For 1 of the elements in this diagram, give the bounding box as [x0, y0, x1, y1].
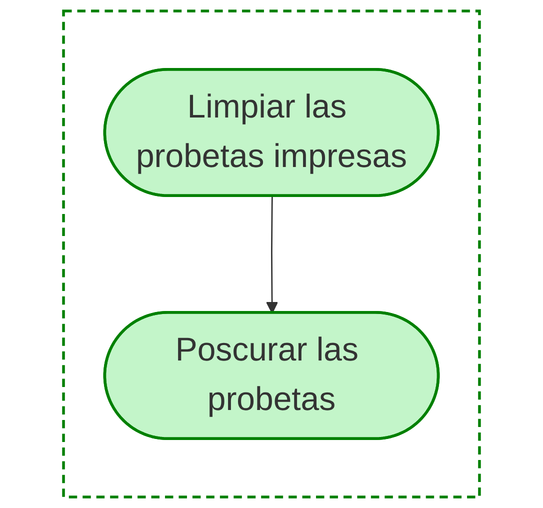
cluster	[62, 10, 481, 498]
